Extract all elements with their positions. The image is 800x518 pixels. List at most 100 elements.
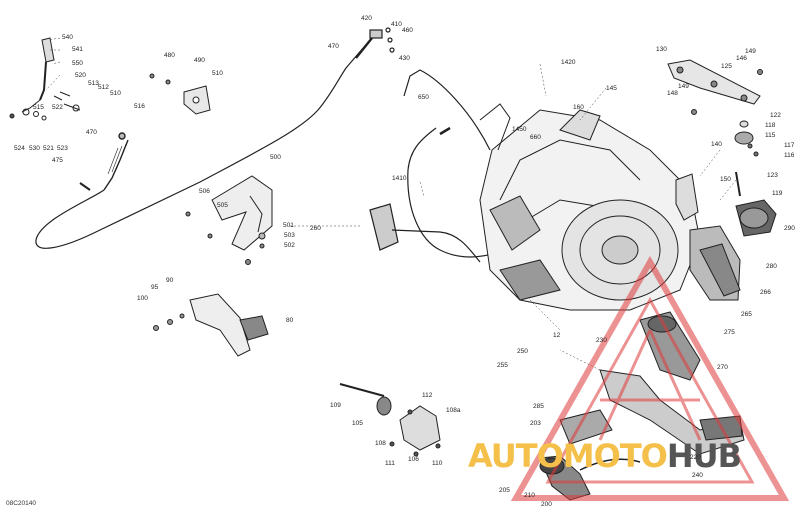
callout-label: 112 xyxy=(422,392,433,399)
callout-label: 108 xyxy=(375,440,386,447)
callout-label: 220 xyxy=(690,454,701,461)
callout-label: 125 xyxy=(721,63,732,70)
callout-label: 109 xyxy=(330,402,341,409)
callout-label: 106 xyxy=(408,456,419,463)
callout-label: 111 xyxy=(385,460,395,467)
callout-label: 515 xyxy=(33,104,44,111)
callout-label: 149 xyxy=(745,48,756,55)
callout-label: 650 xyxy=(418,94,429,101)
callout-label: 255 xyxy=(497,362,508,369)
callout-label: 475 xyxy=(52,157,63,164)
diagram-code: 08C20140 xyxy=(6,500,36,507)
pedal-assembly-80 xyxy=(153,293,269,357)
callout-label: 513 xyxy=(88,80,99,87)
watermark-hub: HUB xyxy=(666,437,742,475)
callout-label: 524 xyxy=(14,145,25,152)
callout-label: 123 xyxy=(767,172,778,179)
callout-label: 510 xyxy=(110,90,121,97)
callout-label: 115 xyxy=(765,132,776,139)
callout-label: 501 xyxy=(283,222,294,229)
callout-label: 520 xyxy=(75,72,86,79)
callout-label: 510 xyxy=(212,70,223,77)
callout-label: 521 xyxy=(43,145,54,152)
callout-label: 505 xyxy=(217,202,228,209)
callout-label: 512 xyxy=(98,84,109,91)
shift-cable-470b xyxy=(35,27,395,249)
callout-label: 266 xyxy=(760,289,771,296)
wiring-harness xyxy=(369,69,501,263)
callout-label: 503 xyxy=(284,232,295,239)
callout-label: 541 xyxy=(72,46,83,53)
callout-label: 410 xyxy=(391,21,402,28)
callout-label: 146 xyxy=(736,55,747,62)
callout-label: 480 xyxy=(164,52,175,59)
callout-label: 550 xyxy=(72,60,83,67)
callout-label: 90 xyxy=(166,277,174,284)
callout-label: 145 xyxy=(606,85,617,92)
callout-label: 95 xyxy=(151,284,159,291)
callout-label: 265 xyxy=(741,311,752,318)
engine-mount-105 xyxy=(339,383,441,457)
callout-label: 117 xyxy=(784,142,795,149)
bracket-140 xyxy=(675,173,699,221)
callout-label: 460 xyxy=(402,27,413,34)
watermark-auto: AUTO xyxy=(468,437,564,475)
callout-label: 119 xyxy=(772,190,783,197)
callout-label: 240 xyxy=(692,472,703,479)
callout-label: 80 xyxy=(286,317,294,324)
callout-label: 108a xyxy=(446,407,461,414)
callout-label: 203 xyxy=(530,420,541,427)
callout-label: 100 xyxy=(137,295,148,302)
callout-label: 280 xyxy=(766,263,777,270)
callout-label: 540 xyxy=(62,34,73,41)
callout-label: 285 xyxy=(533,403,544,410)
callout-label: 250 xyxy=(517,348,528,355)
gear-shift-lever xyxy=(9,37,81,121)
callout-label: 12 xyxy=(553,332,561,339)
callout-label: 105 xyxy=(352,420,363,427)
callout-label: 470 xyxy=(328,43,339,50)
callout-label: 490 xyxy=(194,57,205,64)
support-bracket-500 xyxy=(185,175,273,265)
callout-label: 116 xyxy=(784,152,795,159)
callout-label: 150 xyxy=(720,176,731,183)
callout-label: 148 xyxy=(667,90,678,97)
callout-label: 500 xyxy=(270,154,281,161)
callout-label: 530 xyxy=(29,145,40,152)
callout-label: 140 xyxy=(711,141,722,148)
callout-label: 502 xyxy=(284,242,295,249)
callout-label: 522 xyxy=(52,104,63,111)
mount-stack xyxy=(734,120,759,197)
callout-label: 516 xyxy=(134,103,145,110)
callout-label: 1410 xyxy=(392,175,407,182)
watermark-text: AUTOMOTOHUB xyxy=(468,436,798,476)
callout-label: 230 xyxy=(596,337,607,344)
engine-block xyxy=(479,103,701,311)
shift-cable-470a xyxy=(79,132,129,191)
callout-label: 205 xyxy=(499,487,510,494)
callout-label: 122 xyxy=(770,112,781,119)
leader-lines xyxy=(45,37,737,371)
callout-label: 1450 xyxy=(512,126,527,133)
callout-label: 200 xyxy=(541,501,552,508)
callout-label: 118 xyxy=(765,122,776,129)
callout-label: 506 xyxy=(199,188,210,195)
callout-label: 130 xyxy=(656,46,667,53)
callout-label: 210 xyxy=(524,492,535,499)
callout-label: 270 xyxy=(717,364,728,371)
callout-label: 275 xyxy=(724,329,735,336)
bracket-510 xyxy=(149,73,211,115)
callout-label: 1420 xyxy=(561,59,576,66)
callout-label: 470 xyxy=(86,129,97,136)
callout-label: 420 xyxy=(361,15,372,22)
callout-label: 260 xyxy=(310,225,321,232)
callout-label: 523 xyxy=(57,145,68,152)
callout-label: 660 xyxy=(530,134,541,141)
callout-label: 149 xyxy=(678,83,689,90)
bracket-130 xyxy=(667,59,763,115)
callout-label: 290 xyxy=(784,225,795,232)
watermark-moto: MOTO xyxy=(562,437,668,475)
callout-label: 160 xyxy=(573,104,584,111)
